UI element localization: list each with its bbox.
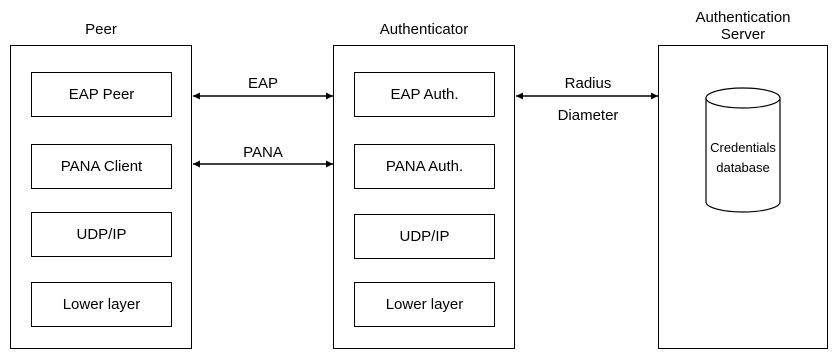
auth-udp-ip-layer: UDP/IP <box>354 214 495 259</box>
peer-eap-layer: EAP Peer <box>31 72 172 117</box>
pana-link-label: PANA <box>243 144 283 161</box>
radius-link-label: Radius <box>564 75 612 92</box>
auth-eap-layer: EAP Auth. <box>354 72 495 117</box>
server-title-line1: Authentication <box>695 9 791 26</box>
database-label-line2: database <box>716 160 770 175</box>
credentials-database-icon: Credentials database <box>705 87 781 213</box>
server-title-line2: Server <box>720 26 766 43</box>
peer-title: Peer <box>85 21 117 38</box>
authenticator-title: Authenticator <box>379 21 469 38</box>
diameter-link-label: Diameter <box>557 107 619 124</box>
peer-pana-layer: PANA Client <box>31 144 172 189</box>
auth-lower-layer: Lower layer <box>354 282 495 327</box>
auth-pana-layer: PANA Auth. <box>354 144 495 189</box>
peer-lower-layer: Lower layer <box>31 282 172 327</box>
eap-link-label: EAP <box>247 75 278 92</box>
database-label-line1: Credentials <box>710 140 776 155</box>
peer-udp-ip-layer: UDP/IP <box>31 212 172 257</box>
